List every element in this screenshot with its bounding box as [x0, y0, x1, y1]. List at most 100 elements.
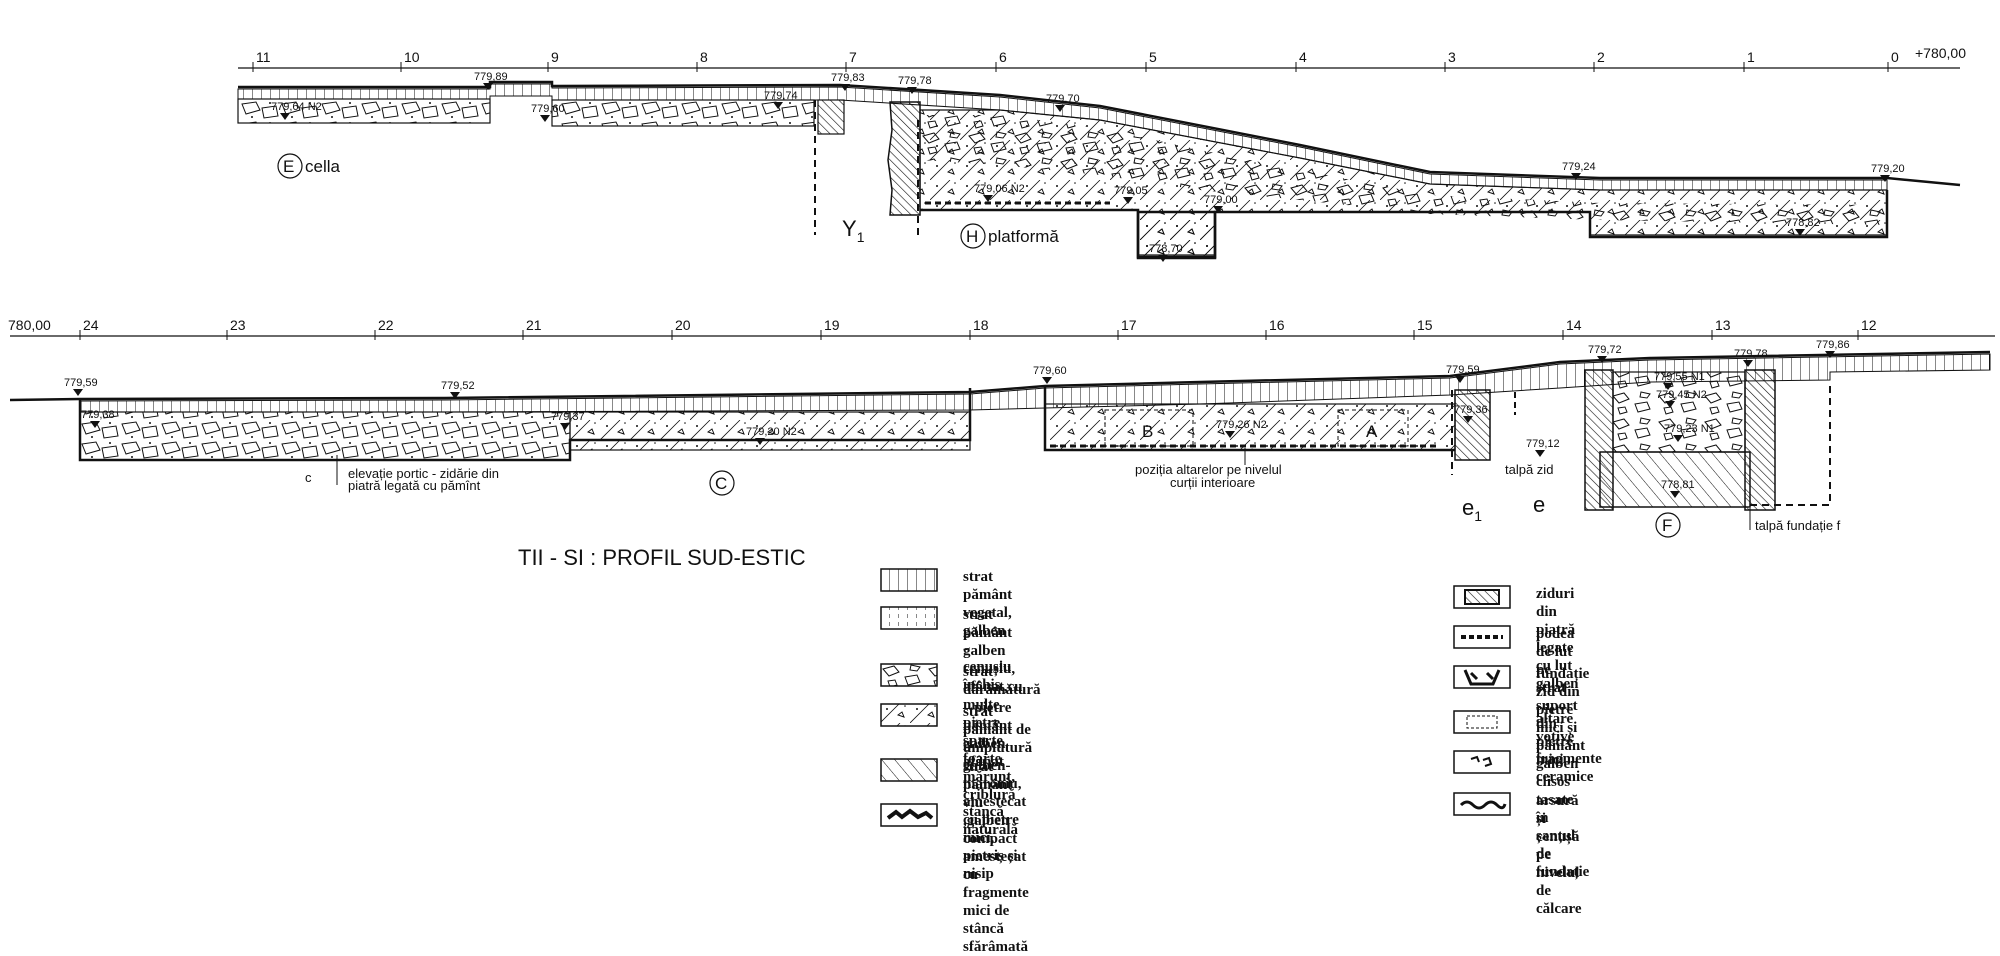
legend-item: fragmente ceramice [1453, 750, 1602, 786]
legend-swatch-burn-ash [1453, 792, 1511, 816]
elevation-marker [1463, 416, 1473, 423]
top-tick-label: 0 [1891, 49, 1899, 65]
elevation-marker [450, 392, 460, 399]
top-rubble-layer [920, 115, 1887, 225]
top-tick-label: 3 [1448, 49, 1456, 65]
elevation-label: 779,72 [1588, 344, 1622, 356]
bottom-tick-label: 23 [230, 317, 246, 333]
legend-item: stancă naturală [880, 803, 1018, 839]
bottom-central-outline [1043, 386, 1455, 452]
elevation-label: 778,82 [1786, 217, 1820, 229]
talpa-zid-label: talpă zid [1505, 462, 1553, 477]
elevation-marker [1597, 356, 1607, 363]
bottom-tick-label: 13 [1715, 317, 1731, 333]
elevation-marker [90, 421, 100, 428]
top-tick-label: 8 [700, 49, 708, 65]
top-ground-line [238, 80, 1961, 187]
elevation-marker [540, 115, 550, 122]
legend-item: strat pământ galben cenușiu, afânat,cu m… [880, 606, 1023, 804]
c-marker [709, 470, 735, 496]
legend-item: strat dărâmătură – pietre pământ galben … [880, 663, 1041, 771]
elevation-label: 779,20 [1871, 163, 1905, 175]
bottom-foundation-dash [1750, 385, 1831, 506]
elevation-label: 779,24 [1562, 161, 1596, 173]
elevation-marker [755, 438, 765, 445]
legend-swatch-foundation [1453, 665, 1511, 689]
legend-item: arsură și cenușă pe nivelul de călcare [1453, 792, 1582, 918]
elevation-label: 779,59 [64, 377, 98, 389]
bottom-west-outline [78, 388, 972, 462]
legend-swatch-masonry [1453, 585, 1511, 609]
legend-swatch-ceramics [1453, 750, 1511, 774]
bottom-tick-label: 18 [973, 317, 989, 333]
bottom-tick-label: 16 [1269, 317, 1285, 333]
top-west-trench [237, 98, 491, 124]
bottom-scale-ref: 780,00 [8, 317, 51, 333]
altar-b-label: B [1142, 422, 1153, 441]
elevation-marker [983, 195, 993, 202]
f-marker [1655, 512, 1681, 538]
elevation-label: 778,70 [1149, 243, 1183, 255]
legend-swatch-vertical-lines [880, 568, 938, 592]
elevation-label: 779,38 [81, 409, 115, 421]
legend-text: ziduri din piatră legate cu lut galben [1536, 586, 1579, 692]
elevation-label: 779,45 N2 [1656, 389, 1707, 401]
legend-item: podea de lut pe strat suport din pietre … [1453, 625, 1578, 769]
talpa-fundatie-label: talpă fundație f [1755, 518, 1841, 533]
top-tick-label: 1 [1747, 49, 1755, 65]
elevation-label: 779,78 [1734, 348, 1768, 360]
elevation-marker [1795, 229, 1805, 236]
elevation-label: 779,26 N2 [1216, 419, 1267, 431]
elevation-label: 779,06 N2 [974, 183, 1025, 195]
legend-item: strat pământ vegetal, galben - cenușiu î… [880, 568, 1012, 694]
legend-text: fragmente ceramice [1536, 751, 1602, 785]
elevation-label: 779,78 [898, 75, 932, 87]
elevation-marker [1673, 435, 1683, 442]
elevation-label: 779,12 [1526, 438, 1560, 450]
legend-swatch-stones [880, 663, 938, 687]
profile-title: TII - SI : PROFIL SUD-ESTIC [518, 545, 806, 570]
cella-label: cella [305, 157, 341, 176]
elevation-marker [1663, 383, 1673, 390]
elevation-label: 779,59 [1446, 364, 1480, 376]
legend-item: altare votive [1453, 710, 1574, 746]
elevation-marker [1123, 197, 1133, 204]
elevation-marker [1670, 491, 1680, 498]
elevation-marker [560, 423, 570, 430]
legend-swatch-diagonal-hatch [880, 758, 938, 782]
elevation-label: 779,52 [441, 380, 475, 392]
legend-item: strat pământ de umplutură galben-maroniu… [880, 703, 1032, 883]
portic-line1: elevație portic - zidărie din [348, 466, 499, 481]
bottom-west-trench [79, 411, 571, 461]
altars-line1: poziția altarelor pe nivelul [1135, 462, 1282, 477]
elevation-marker [1535, 450, 1545, 457]
platform-marker [960, 223, 986, 249]
top-tick-label: 10 [404, 49, 420, 65]
c-letter: C [715, 474, 727, 493]
top-tick-label: 7 [849, 49, 857, 65]
elevation-marker [1455, 376, 1465, 383]
bottom-ground-line [9, 350, 1991, 402]
elevation-label: 779,36 [1454, 404, 1488, 416]
top-tick-label: 5 [1149, 49, 1157, 65]
elevation-marker [1213, 206, 1223, 213]
top-tick-label: 2 [1597, 49, 1605, 65]
bottom-tick-label: 19 [824, 317, 840, 333]
top-masonry [887, 101, 921, 216]
e-label: e [1533, 492, 1545, 517]
elevation-marker [840, 84, 850, 91]
elevation-label: 779,00 [1204, 194, 1238, 206]
cella-marker [277, 153, 303, 179]
elevation-marker [1225, 431, 1235, 438]
top-tick-label: 6 [999, 49, 1007, 65]
legend-swatch-dashed-lines [880, 606, 938, 630]
elevation-marker [73, 389, 83, 396]
portic-line2: piatră legată cu pămînt [348, 478, 481, 493]
elevation-marker [1158, 255, 1168, 262]
